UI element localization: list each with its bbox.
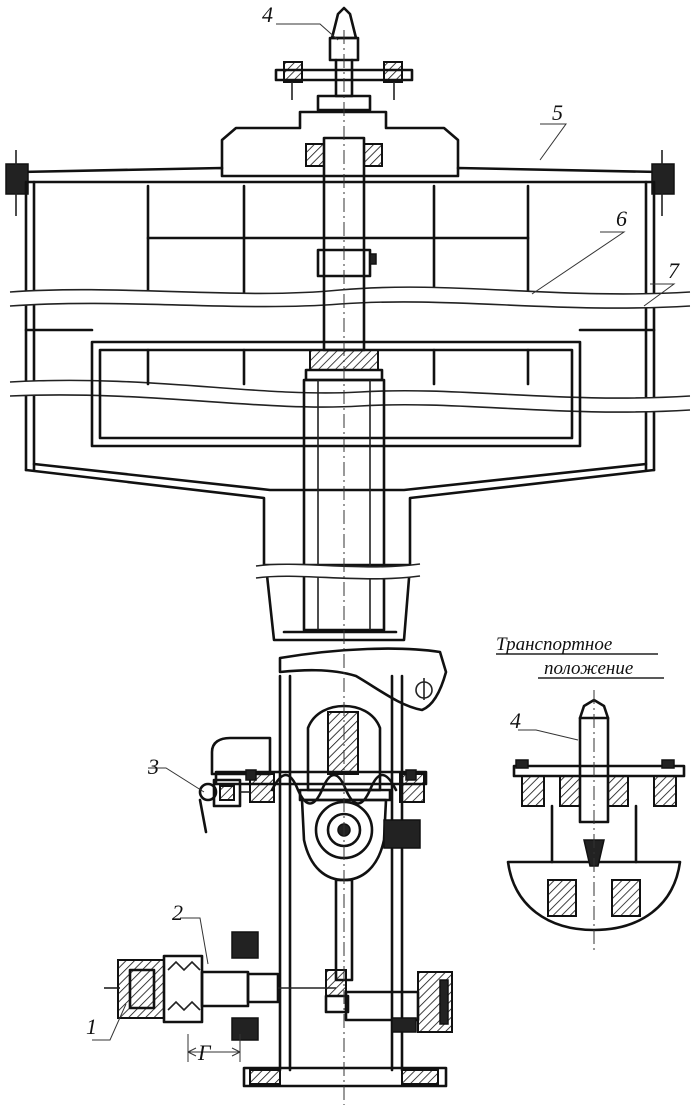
label-6: 6 bbox=[616, 206, 627, 231]
detail-view-transport bbox=[496, 653, 686, 950]
break-lines bbox=[9, 286, 691, 413]
central-shaft bbox=[255, 136, 421, 642]
leader-lines bbox=[92, 23, 676, 1062]
label-3: 3 bbox=[147, 754, 159, 779]
part-3-valve bbox=[198, 778, 250, 834]
label-5: 5 bbox=[552, 100, 563, 125]
part-1-2-assembly bbox=[104, 931, 336, 1041]
caption-line-1: Транспортное bbox=[496, 634, 612, 655]
dimension-g: Г bbox=[197, 1040, 212, 1065]
label-4-top: 4 bbox=[262, 2, 273, 27]
label-2: 2 bbox=[172, 900, 183, 925]
label-1: 1 bbox=[86, 1014, 97, 1039]
cam-lever bbox=[278, 647, 448, 712]
upper-housing bbox=[5, 110, 675, 567]
caption-line-2: положение bbox=[544, 658, 633, 679]
label-7: 7 bbox=[668, 258, 680, 283]
mid-flange bbox=[210, 704, 428, 805]
inner-tray bbox=[24, 328, 656, 448]
lower-frame bbox=[242, 674, 448, 1088]
label-4-detail: 4 bbox=[510, 708, 521, 733]
right-bearing bbox=[344, 971, 453, 1033]
